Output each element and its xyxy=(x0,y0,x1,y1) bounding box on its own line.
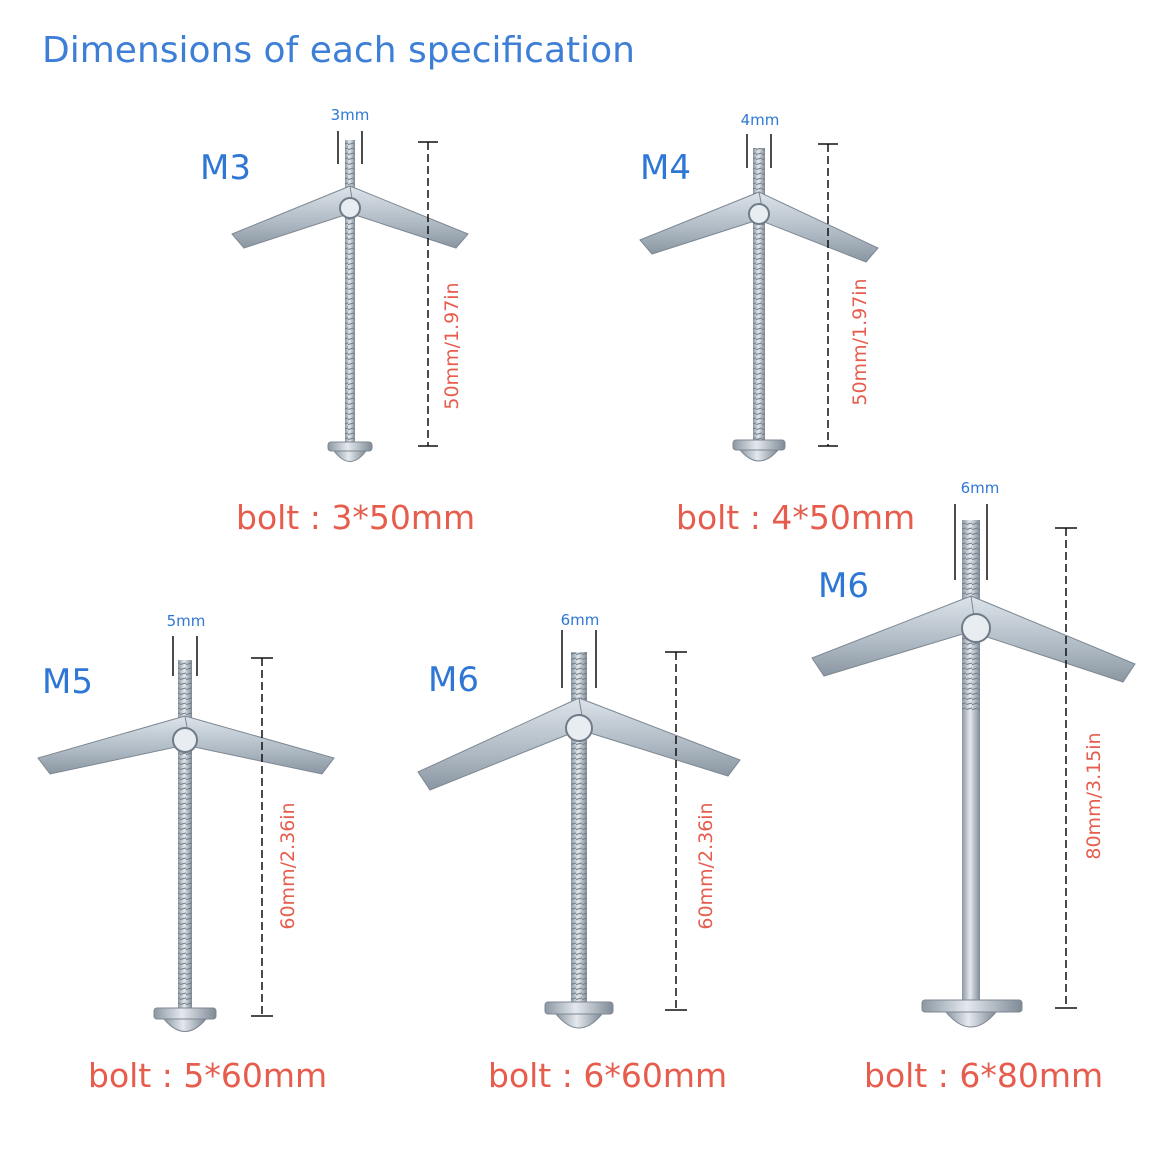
toggle-bolt-icon xyxy=(37,636,335,1032)
length-label: 60mm/2.36in xyxy=(695,802,717,930)
bolt-size-label: bolt : 5*60mm xyxy=(88,1056,328,1095)
diameter-label: 4mm xyxy=(740,111,780,129)
bolt-size-label: bolt : 3*50mm xyxy=(236,498,476,537)
bolt-size-label: bolt : 6*60mm xyxy=(488,1056,728,1095)
toggle-bolt-icon xyxy=(639,134,879,462)
bolt-size-label: bolt : 6*80mm xyxy=(864,1056,1104,1095)
page-title: Dimensions of each specification xyxy=(42,30,635,71)
diameter-label: 6mm xyxy=(960,479,1000,497)
length-label: 50mm/1.97in xyxy=(441,282,463,410)
model-label: M6 xyxy=(818,566,869,606)
length-label: 50mm/1.97in xyxy=(849,278,871,406)
model-label: M4 xyxy=(640,148,691,188)
bolt-size-label: bolt : 4*50mm xyxy=(676,498,916,537)
model-label: M3 xyxy=(200,148,251,188)
diameter-label: 6mm xyxy=(560,611,600,629)
length-label: 80mm/3.15in xyxy=(1083,732,1105,860)
toggle-bolt-icon xyxy=(811,504,1136,1028)
toggle-bolt-icon xyxy=(417,630,741,1029)
toggle-bolt-icon xyxy=(231,131,469,462)
model-label: M6 xyxy=(428,660,479,700)
model-label: M5 xyxy=(42,662,93,702)
diameter-label: 5mm xyxy=(166,612,206,630)
length-label: 60mm/2.36in xyxy=(277,802,299,930)
diameter-label: 3mm xyxy=(330,106,370,124)
